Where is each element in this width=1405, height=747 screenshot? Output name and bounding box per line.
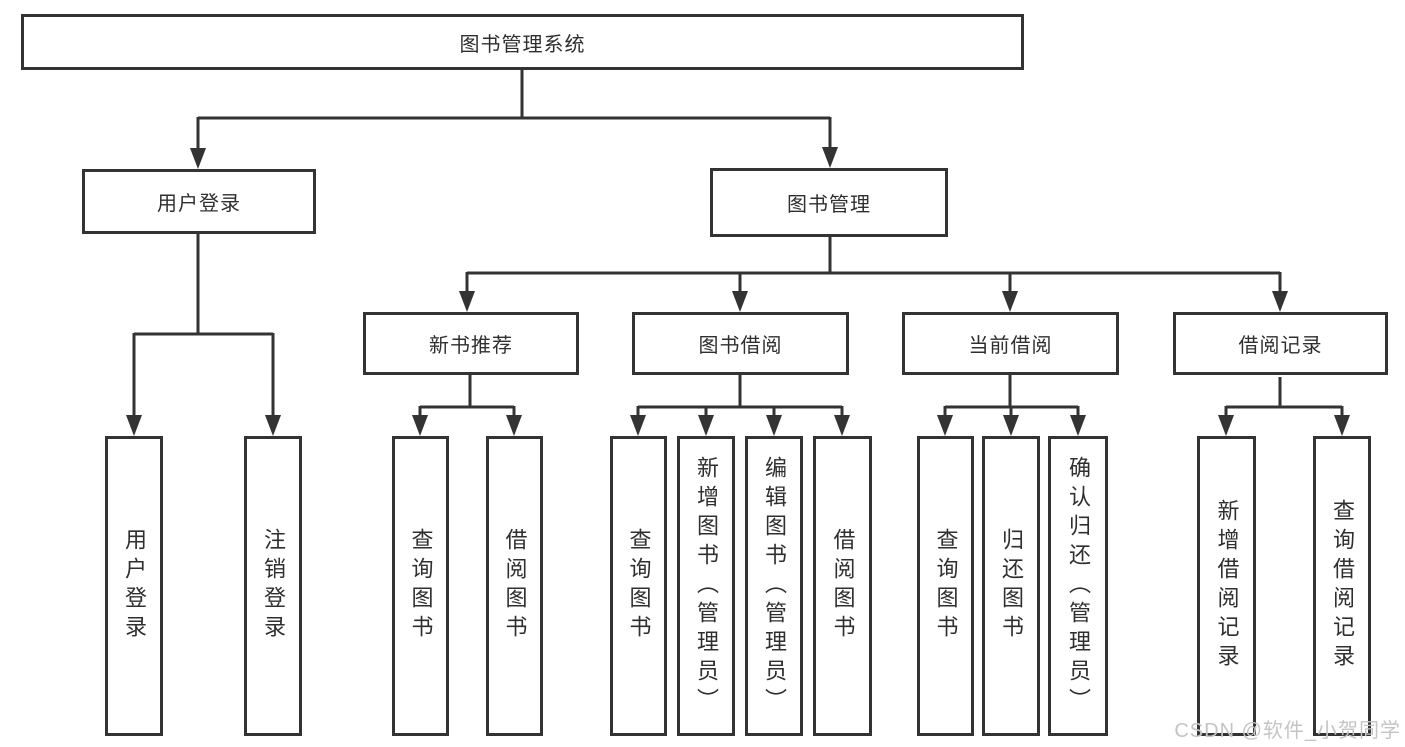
- node-book-borrowing: 图书借阅: [632, 312, 849, 375]
- node-confirm-return-admin: 确认归还（管理员）: [1048, 436, 1108, 736]
- node-query-borrow-record: 查询借阅记录: [1313, 436, 1371, 736]
- node-borrowing-records: 借阅记录: [1173, 312, 1388, 375]
- node-add-books-admin: 新增图书（管理员）: [677, 436, 735, 736]
- node-return-books: 归还图书: [982, 436, 1040, 736]
- node-new-book-recommendation: 新书推荐: [363, 312, 579, 375]
- node-query-books-current: 查询图书: [917, 436, 974, 736]
- node-borrow-books: 借阅图书: [813, 436, 872, 736]
- node-query-books-recommend: 查询图书: [392, 436, 449, 736]
- node-user-login-leaf: 用户登录: [105, 436, 163, 736]
- node-query-books-borrowing: 查询图书: [610, 436, 667, 736]
- node-add-borrow-record: 新增借阅记录: [1197, 436, 1256, 736]
- node-current-borrowing: 当前借阅: [902, 312, 1119, 375]
- watermark: CSDN @软件_小贺同学: [1174, 720, 1401, 742]
- node-edit-books-admin: 编辑图书（管理员）: [745, 436, 803, 736]
- node-book-management: 图书管理: [710, 168, 948, 237]
- node-borrow-books-recommend: 借阅图书: [486, 436, 543, 736]
- node-library-management-system: 图书管理系统: [21, 14, 1024, 70]
- node-user-login: 用户登录: [82, 169, 316, 234]
- arrowheads: [126, 147, 1350, 436]
- node-logout: 注销登录: [244, 436, 302, 736]
